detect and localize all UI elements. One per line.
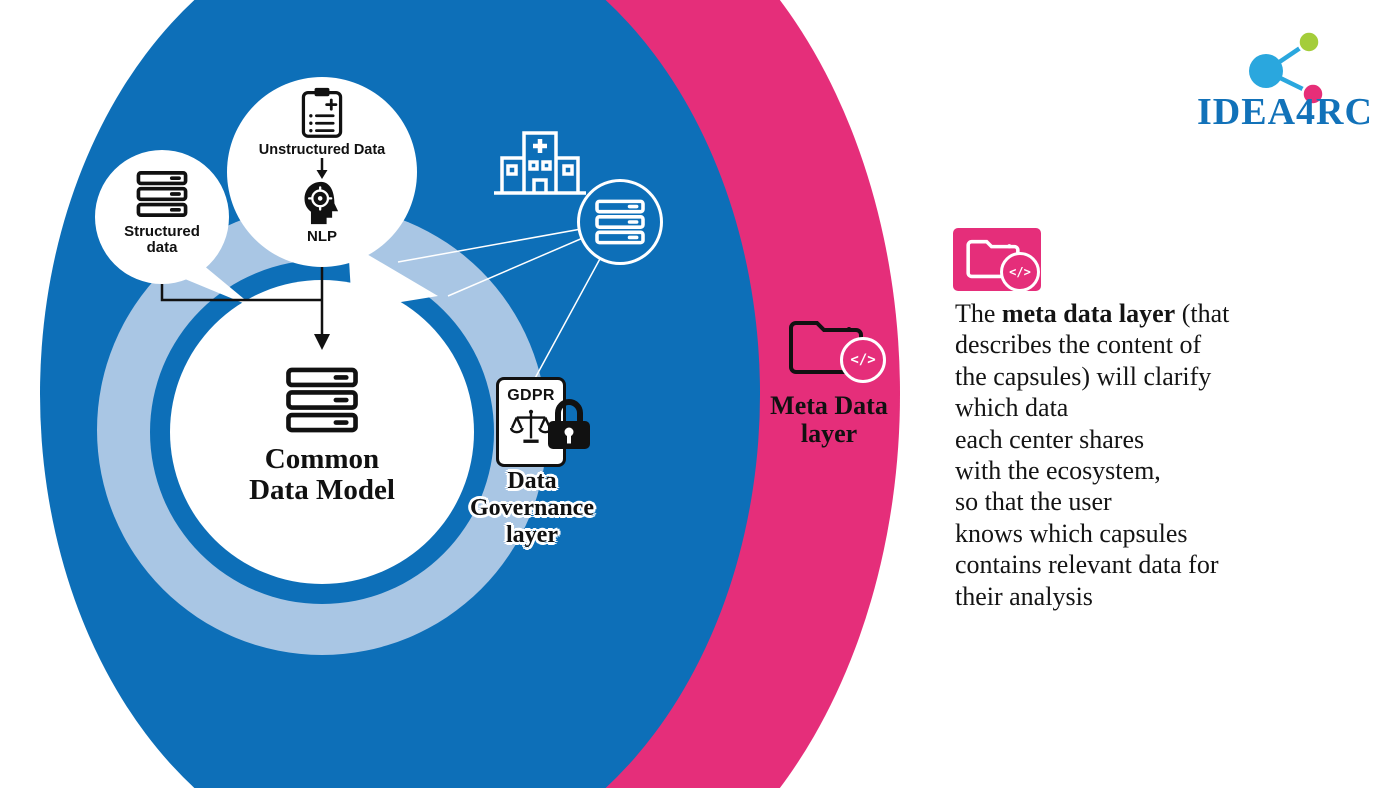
code-badge-icon: </> — [840, 337, 886, 383]
description-line: their analysis — [955, 581, 1093, 611]
server-stack-icon — [286, 367, 358, 433]
common-data-model-title: Common Data Model — [249, 443, 395, 506]
code-glyph: </> — [850, 352, 876, 368]
justice-scales-icon — [510, 409, 552, 443]
bubble-tail-unstructured — [348, 243, 438, 310]
description-line: the capsules) will clarify — [955, 361, 1212, 391]
gdpr-label: GDPR — [507, 387, 555, 404]
clipboard-icon — [301, 87, 343, 138]
code-glyph: </> — [1009, 265, 1031, 279]
hospital-icon — [492, 122, 588, 198]
code-badge-icon: </> — [1000, 252, 1040, 292]
description-line: so that the user — [955, 487, 1112, 517]
lock-icon — [542, 396, 596, 454]
structured-data-label: Structured data — [124, 223, 200, 256]
description-line: knows which capsules — [955, 518, 1188, 548]
server-stack-icon — [136, 171, 188, 217]
description-text: The meta data layer (that describes the … — [955, 298, 1305, 612]
data-governance-layer-label: Data Governance layer — [470, 468, 594, 548]
folder-icon — [966, 239, 1020, 279]
arrowhead-down-icon — [314, 334, 330, 350]
description-line: The meta data layer (that — [955, 299, 1230, 328]
meta-data-layer-label: Meta Data layer — [770, 391, 888, 448]
description-line: contains relevant data for — [955, 550, 1219, 580]
structured-to-cdm-line — [160, 284, 322, 302]
unstructured-data-circle: Unstructured Data NLP — [227, 77, 417, 267]
idea4rc-wordmark: IDEA4RC — [1197, 91, 1373, 133]
idea4rc-logo-icon — [1236, 26, 1340, 106]
data-capsule-circle — [577, 179, 663, 265]
description-line: each center shares — [955, 424, 1145, 454]
description-line: with the ecosystem, — [955, 456, 1161, 486]
description-line: describes the content of — [955, 330, 1202, 360]
structured-data-circle: Structured data — [95, 150, 229, 284]
nlp-label: NLP — [307, 228, 337, 245]
arrow-down-icon — [316, 158, 328, 179]
unstructured-data-label: Unstructured Data — [258, 142, 386, 158]
description-line: which data — [955, 393, 1069, 423]
server-stack-icon — [595, 199, 645, 245]
meta-folder-icon — [786, 315, 866, 377]
nlp-head-icon — [304, 181, 339, 225]
